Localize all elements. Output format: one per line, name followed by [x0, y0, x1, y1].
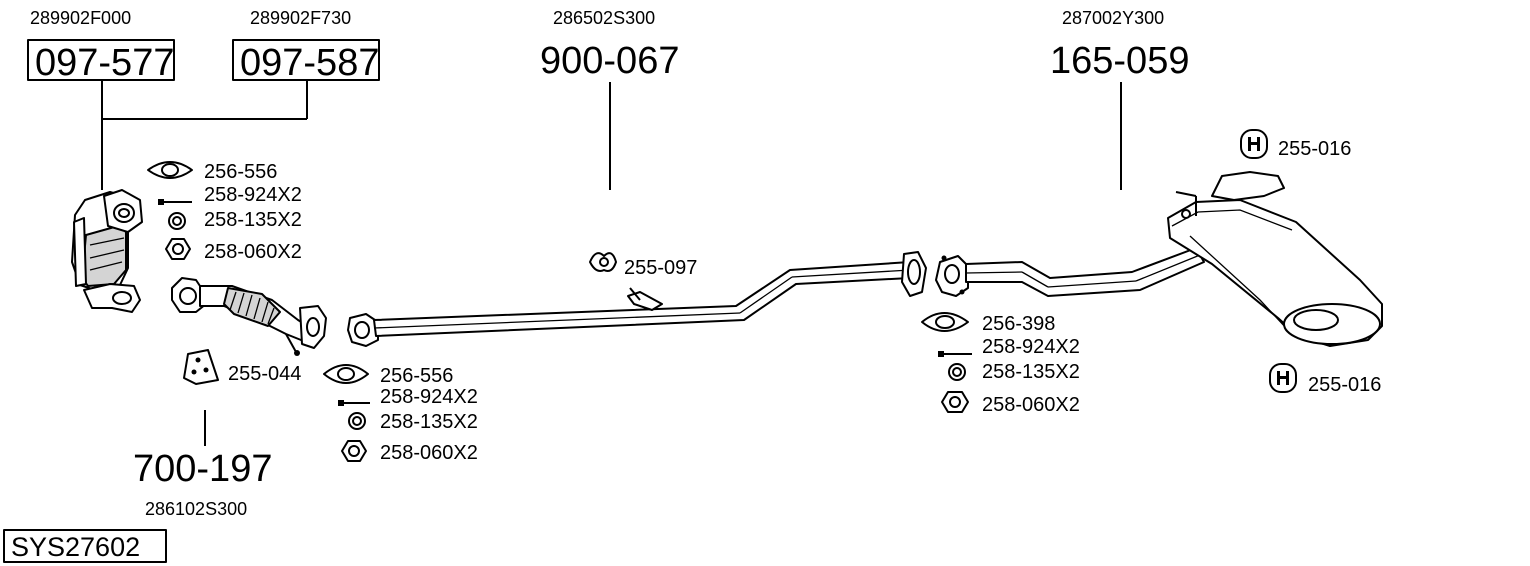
middle-pipe[interactable] — [347, 251, 927, 347]
gasket-icon — [921, 312, 969, 332]
part-box-cat2 — [232, 39, 380, 81]
fitting-label-ring-3: 258-135X2 — [982, 361, 1080, 383]
rubber-hanger-icon — [1269, 363, 1297, 393]
part-number-mid[interactable]: 900-067 — [540, 40, 679, 82]
gasket-icon — [323, 364, 369, 384]
rear-silencer[interactable] — [935, 171, 1383, 347]
fitting-label-ring-2: 258-135X2 — [380, 411, 478, 433]
spring-ring-icon — [948, 363, 966, 381]
fitting-label-bolt-1: 258-924X2 — [204, 184, 302, 206]
fitting-label-hanger-front: 255-044 — [228, 363, 301, 385]
nut-icon — [165, 238, 191, 260]
spring-ring-icon — [168, 212, 186, 230]
oem-number-cat2: 289902F730 — [250, 8, 351, 28]
hanger-icon-mid — [589, 252, 617, 272]
system-id: SYS27602 — [11, 532, 140, 562]
part-box-cat1 — [27, 39, 175, 81]
spring-ring-icon — [348, 412, 366, 430]
fitting-label-hanger-mid: 255-097 — [624, 257, 697, 279]
hanger-icon-front — [183, 349, 219, 385]
fitting-label-hanger-rear-1: 255-016 — [1278, 138, 1351, 160]
bolt-icon — [338, 400, 370, 406]
fitting-label-hanger-rear-2: 255-016 — [1308, 374, 1381, 396]
nut-icon — [941, 391, 969, 413]
bolt-icon — [938, 351, 972, 357]
oem-number-rear: 287002Y300 — [1062, 8, 1164, 28]
gasket-icon — [147, 161, 193, 179]
fitting-label-nut-2: 258-060X2 — [380, 442, 478, 464]
leader-lines — [101, 80, 1122, 446]
oem-number-front: 286102S300 — [145, 499, 247, 519]
system-id-box — [3, 529, 167, 563]
oem-number-mid: 286502S300 — [553, 8, 655, 28]
fitting-label-gasket-3: 256-398 — [982, 313, 1055, 335]
fitting-label-ring-1: 258-135X2 — [204, 209, 302, 231]
oem-number-cat1: 289902F000 — [30, 8, 131, 28]
fitting-label-bolt-2: 258-924X2 — [380, 386, 478, 408]
bolt-icon — [158, 199, 192, 205]
nut-icon — [341, 440, 367, 462]
catalytic-converter[interactable] — [71, 189, 143, 313]
part-number-front[interactable]: 700-197 — [133, 448, 272, 490]
fitting-label-nut-1: 258-060X2 — [204, 241, 302, 263]
fitting-label-nut-3: 258-060X2 — [982, 394, 1080, 416]
fitting-label-gasket-1: 256-556 — [204, 161, 277, 183]
part-number-rear[interactable]: 165-059 — [1050, 40, 1189, 82]
fitting-label-gasket-2: 256-556 — [380, 365, 453, 387]
fitting-label-bolt-3: 258-924X2 — [982, 336, 1080, 358]
front-pipe[interactable] — [171, 277, 327, 356]
part-number-cat2[interactable]: 097-587 — [240, 42, 379, 84]
rubber-hanger-icon — [1240, 129, 1268, 159]
part-number-cat1[interactable]: 097-577 — [35, 42, 174, 84]
